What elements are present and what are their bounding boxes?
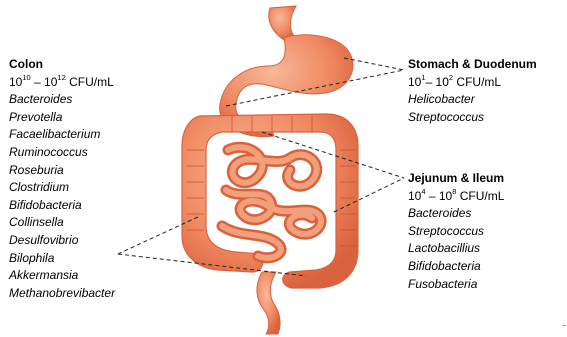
colon-genus: Clostridium [9,179,115,197]
jejunum-genus: Bifidobacteria [408,258,504,276]
colon-genus: Desulfovibrio [9,232,115,250]
stomach-label-block: Stomach & Duodenum 101– 102 CFU/mL Helic… [408,56,537,126]
small-intestine-shape [222,147,321,257]
jejunum-density: 104 – 108 CFU/mL [408,188,504,206]
jejunum-title: Jejunum & Ileum [408,170,504,188]
rectum-shape [257,272,280,334]
colon-genus: Facaelibacterium [9,126,115,144]
colon-genus: Ruminococcus [9,144,115,162]
stomach-genus: Helicobacter [408,91,537,109]
colon-label-block: Colon 1010 – 1012 CFU/mL Bacteroides Pre… [9,56,115,302]
colon-genus: Collinsella [9,214,115,232]
colon-genus: Methanobrevibacter [9,285,115,303]
colon-genus: Prevotella [9,109,115,127]
colon-genus: Bacteroides [9,91,115,109]
colon-genus: Bifidobacteria [9,197,115,215]
stomach-density: 101– 102 CFU/mL [408,74,537,92]
jejunum-genus: Bacteroides [408,205,504,223]
colon-density: 1010 – 1012 CFU/mL [9,74,115,92]
colon-genus: Akkermansia [9,267,115,285]
corner-mark [563,325,566,326]
jejunum-label-block: Jejunum & Ileum 104 – 108 CFU/mL Bactero… [408,170,504,293]
jejunum-genus: Streptococcus [408,223,504,241]
jejunum-genus: Lactobacillius [408,240,504,258]
jejunum-genus: Fusobacteria [408,276,504,294]
colon-title: Colon [9,56,115,74]
stomach-genus: Streptococcus [408,109,537,127]
colon-genus: Roseburia [9,162,115,180]
stomach-title: Stomach & Duodenum [408,56,537,74]
esophagus-shape [269,6,296,40]
colon-genus: Bilophila [9,250,115,268]
